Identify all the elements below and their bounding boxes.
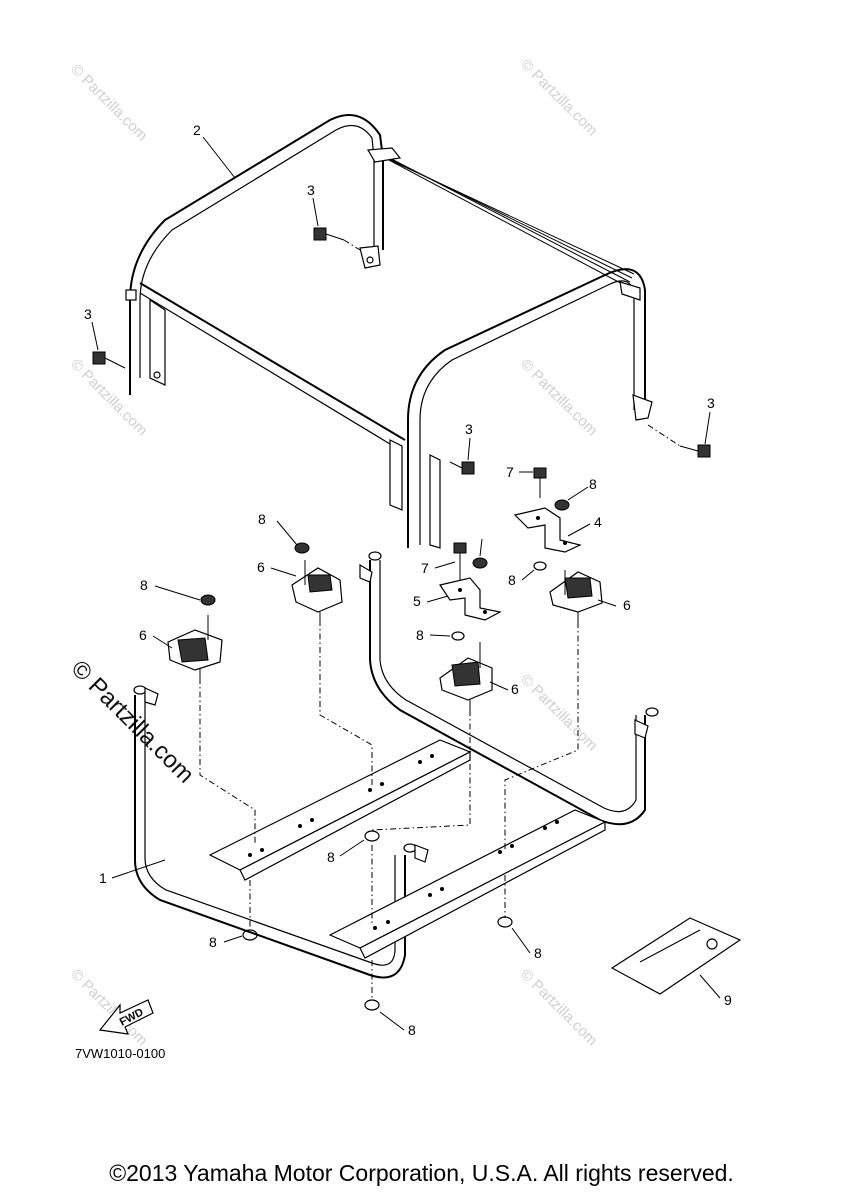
bolt-3-left xyxy=(92,351,126,369)
callouts: 2 3 3 3 3 7 8 4 8 6 8 7 8 6 5 6 8 6 8 1 … xyxy=(84,122,732,1038)
callout-8: 8 xyxy=(534,945,542,961)
callout-3: 3 xyxy=(707,395,715,411)
mount-6-upper-left xyxy=(291,560,343,620)
watermark-large: © Partzilla.com xyxy=(66,655,199,788)
watermark: © Partzilla.com xyxy=(517,966,600,1049)
watermark: © Partzilla.com xyxy=(67,61,150,144)
diagram-code: 7VW1010-0100 xyxy=(75,1046,165,1061)
callout-3: 3 xyxy=(465,421,473,437)
callout-8: 8 xyxy=(508,572,516,588)
callout-6: 6 xyxy=(511,681,519,697)
bracket-5 xyxy=(439,577,502,621)
nuts-8 xyxy=(200,499,570,1011)
callout-1: 1 xyxy=(99,870,107,886)
watermark: © Partzilla.com xyxy=(517,671,600,754)
callout-5: 5 xyxy=(413,593,421,609)
alignment-lines xyxy=(199,620,579,1000)
callout-6: 6 xyxy=(139,627,147,643)
callout-7: 7 xyxy=(421,560,429,576)
bolt-7-upper xyxy=(533,467,547,498)
bolt-7-lower xyxy=(453,542,467,580)
callout-8: 8 xyxy=(258,511,266,527)
callout-4: 4 xyxy=(594,514,602,530)
bolt-3-right xyxy=(647,424,711,458)
callout-3: 3 xyxy=(84,306,92,322)
upper-frame xyxy=(125,114,653,549)
callout-8: 8 xyxy=(589,476,597,492)
watermark-layer: © Partzilla.com © Partzilla.com © Partzi… xyxy=(66,56,601,1049)
mount-6-left xyxy=(167,615,223,678)
watermark: © Partzilla.com xyxy=(517,356,600,439)
bolt-3-middle xyxy=(449,461,475,475)
callout-2: 2 xyxy=(193,122,201,138)
copyright-notice: ©2013 Yamaha Motor Corporation, U.S.A. A… xyxy=(109,1160,734,1186)
callout-8: 8 xyxy=(408,1022,416,1038)
callout-3: 3 xyxy=(307,182,315,198)
callout-8: 8 xyxy=(327,849,335,865)
callout-6: 6 xyxy=(623,597,631,613)
bracket-4 xyxy=(513,507,582,553)
callout-6: 6 xyxy=(257,559,265,575)
callout-8: 8 xyxy=(140,577,148,593)
callout-8: 8 xyxy=(416,627,424,643)
callout-7: 7 xyxy=(506,464,514,480)
watermark: © Partzilla.com xyxy=(517,56,600,139)
mount-6-center xyxy=(439,642,493,710)
leader-lines xyxy=(91,136,721,1031)
callout-9: 9 xyxy=(724,992,732,1008)
mount-6-right xyxy=(549,570,603,622)
callout-8: 8 xyxy=(209,934,217,950)
tool-bag-9 xyxy=(610,917,742,995)
watermark: © Partzilla.com xyxy=(67,356,150,439)
bolt-3-top xyxy=(313,227,361,251)
lower-frame xyxy=(133,551,659,979)
